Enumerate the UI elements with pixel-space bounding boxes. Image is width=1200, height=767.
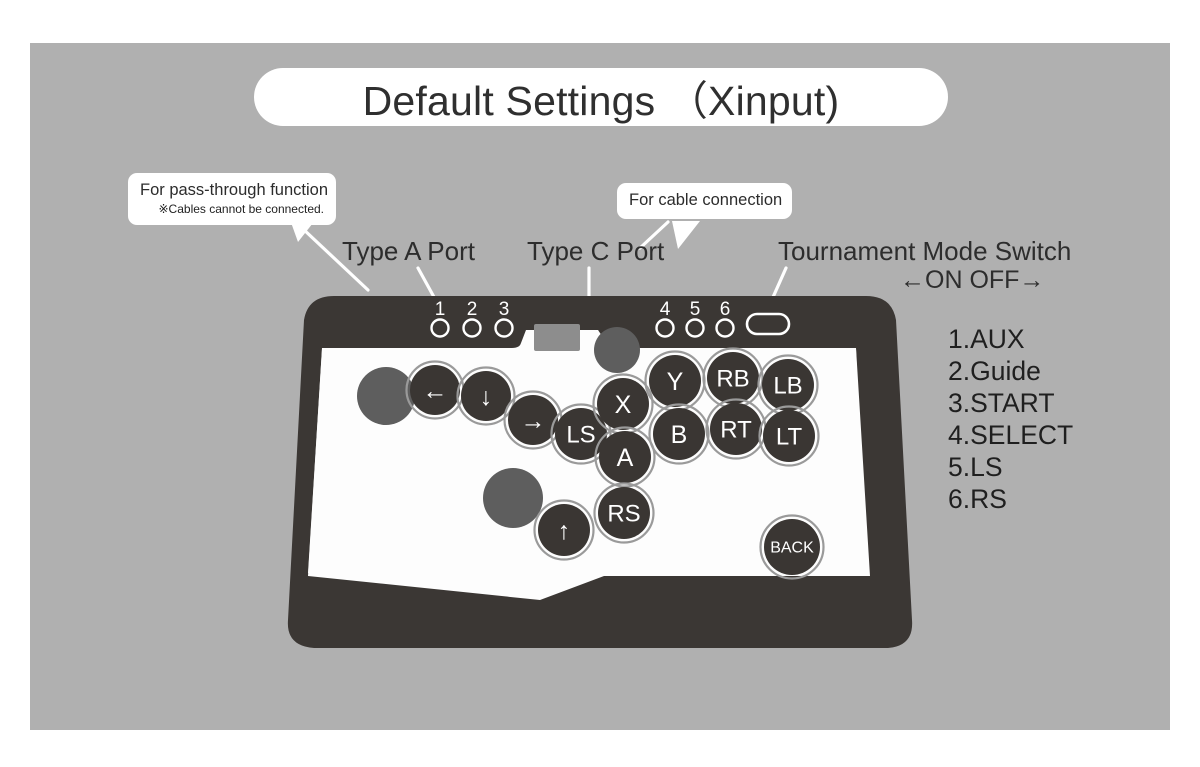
leader-cable: [638, 220, 670, 250]
button-cap[interactable]: [653, 408, 705, 460]
led-4: [655, 318, 675, 338]
led-5: [685, 318, 705, 338]
callout-cable-connection-main: For cable connection: [629, 191, 783, 209]
button-cap[interactable]: [508, 395, 558, 445]
legend-item: 3.START: [948, 388, 1055, 418]
y-button[interactable]: Y: [644, 350, 706, 412]
button-label: RT: [720, 416, 752, 443]
button-label: BACK: [770, 540, 814, 557]
dpad-up-button[interactable]: ↑: [533, 499, 595, 561]
button-cap[interactable]: [707, 352, 759, 404]
led-numbers: 1 2 3 4 5 6: [435, 299, 731, 320]
legend-item: 6.RS: [948, 484, 1007, 514]
page-title: Default Settings （Xinput): [362, 78, 840, 124]
button-label: ←: [423, 377, 448, 405]
button-cap[interactable]: [555, 408, 607, 460]
led-number-3: 3: [499, 299, 510, 320]
ls-button[interactable]: LS: [550, 403, 612, 465]
callout-pass-through-note: ※Cables cannot be connected.: [158, 201, 325, 216]
button-ring: [594, 426, 656, 488]
legend-item: 2.Guide: [948, 356, 1041, 386]
button-label: LT: [776, 423, 803, 450]
led-number-1: 1: [435, 299, 446, 320]
lt-button[interactable]: LT: [758, 405, 820, 467]
rb-button[interactable]: RB: [702, 347, 764, 409]
legend-item: 4.SELECT: [948, 420, 1074, 450]
left-thumb-rest: [357, 367, 415, 425]
button-label: A: [617, 444, 634, 472]
button-label: LB: [773, 372, 802, 399]
button-ring: [648, 403, 710, 465]
label-type-c-port: Type C Port: [527, 236, 665, 266]
button-cap[interactable]: [599, 431, 651, 483]
rt-button[interactable]: RT: [705, 398, 767, 460]
button-label: →: [521, 407, 546, 435]
button-ring: [550, 403, 612, 465]
button-label: ↑: [558, 517, 571, 545]
button-ring: [456, 366, 516, 426]
led-3: [494, 318, 514, 338]
button-cap[interactable]: [649, 355, 701, 407]
button-cap[interactable]: [764, 519, 820, 575]
type-a-port[interactable]: [534, 324, 580, 351]
led-2: [462, 318, 482, 338]
legend-item: 5.LS: [948, 452, 1003, 482]
x-button[interactable]: X: [592, 373, 654, 435]
button-ring: [759, 514, 825, 580]
button-cluster: ← ↓ → LS XA YB RB RT LB LT ↑ RS BACK: [405, 347, 825, 580]
button-cap[interactable]: [763, 410, 815, 462]
button-label: Y: [667, 368, 684, 396]
button-label: B: [671, 421, 688, 449]
led-indicators: [430, 318, 735, 338]
lower-thumb-rest: [483, 468, 543, 528]
led-number-4: 4: [660, 299, 671, 320]
button-cap[interactable]: [710, 403, 762, 455]
button-label: X: [615, 391, 632, 419]
led-1: [430, 318, 450, 338]
b-button[interactable]: B: [648, 403, 710, 465]
callout-pass-through: For pass-through function ※Cables cannot…: [128, 173, 336, 242]
button-cap[interactable]: [538, 504, 590, 556]
led-number-5: 5: [690, 299, 701, 320]
back-button[interactable]: BACK: [759, 514, 825, 580]
led-number-2: 2: [467, 299, 478, 320]
dpad-left-button[interactable]: ←: [405, 360, 465, 420]
button-cap[interactable]: [598, 487, 650, 539]
button-cap[interactable]: [461, 371, 511, 421]
callout-tail: [672, 221, 700, 249]
button-cap[interactable]: [597, 378, 649, 430]
type-c-port[interactable]: [594, 327, 640, 373]
tournament-mode-switch[interactable]: [745, 312, 791, 336]
button-ring: [533, 499, 595, 561]
button-label: RB: [716, 365, 749, 392]
button-label: RS: [607, 500, 640, 527]
callout-tail: [288, 214, 320, 242]
led-number-6: 6: [720, 299, 731, 320]
label-on-off-direction: ←ON OFF→: [900, 266, 1045, 294]
lb-button[interactable]: LB: [757, 354, 819, 416]
button-ring: [758, 405, 820, 467]
button-label: ↓: [480, 383, 493, 411]
dpad-right-button[interactable]: →: [503, 390, 563, 450]
callout-cable-connection: For cable connection: [617, 183, 792, 249]
rs-button[interactable]: RS: [593, 482, 655, 544]
button-cap[interactable]: [762, 359, 814, 411]
label-type-a-port: Type A Port: [342, 236, 475, 266]
a-button[interactable]: A: [594, 426, 656, 488]
button-cap[interactable]: [410, 365, 460, 415]
led-6: [715, 318, 735, 338]
legend-item: 1.AUX: [948, 324, 1025, 354]
button-ring: [593, 482, 655, 544]
button-label: LS: [566, 421, 595, 448]
title-pill: Default Settings （Xinput): [254, 68, 948, 126]
label-tournament-mode-switch: Tournament Mode Switch: [778, 236, 1072, 266]
dpad-down-button[interactable]: ↓: [456, 366, 516, 426]
callout-pass-through-main: For pass-through function: [140, 181, 329, 199]
